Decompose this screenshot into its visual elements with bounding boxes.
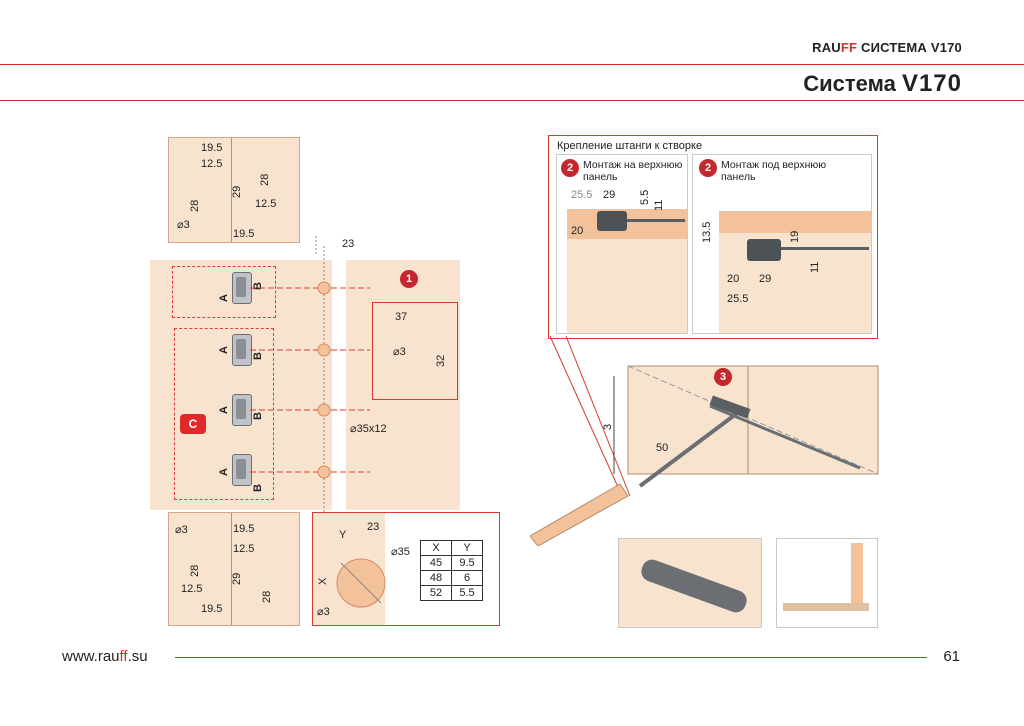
header-brand: RAUFF СИСТЕМА V170: [812, 40, 962, 55]
top-mount-panel: 2 Монтаж на верхнюю панель 25.5 29 5.5 1…: [556, 154, 688, 334]
xy-cell: 9.5: [451, 555, 483, 571]
page-title: Система V170: [803, 70, 962, 97]
xy-cell: 48: [420, 570, 452, 586]
hinge-plate: [232, 454, 252, 486]
xy-header-x: X: [420, 540, 452, 556]
rod-line: [627, 219, 685, 222]
step-badge-3: 3: [714, 368, 732, 386]
dim-20: 20: [571, 225, 584, 237]
dim-11: 11: [809, 261, 821, 273]
dim-12-5-b: 12.5: [181, 583, 203, 595]
badge-c: C: [180, 414, 206, 434]
dim-20: 20: [727, 273, 740, 285]
dim-hole-3: ⌀3: [177, 219, 190, 231]
hinge-dims-bottom-panel: ⌀3 19.5 12.5 28 29 28 12.5 19.5: [168, 512, 300, 626]
dim-29: 29: [231, 572, 243, 585]
dim-12-5: 12.5: [233, 543, 255, 555]
cup-hole-icon: [336, 558, 386, 608]
dim-hole-3: ⌀3: [393, 346, 406, 358]
dim-19-5-b: 19.5: [201, 603, 223, 615]
xy-cell: 5.5: [451, 585, 483, 601]
dim-19-5: 19.5: [201, 142, 223, 154]
hinge-group-top: [172, 266, 276, 318]
dim-hole-3: ⌀3: [317, 606, 330, 618]
dim-hole-3: ⌀3: [175, 524, 188, 536]
dim-23: 23: [342, 238, 355, 250]
dim-11: 11: [653, 199, 665, 211]
dim-23: 23: [367, 521, 380, 533]
page-number: 61: [943, 648, 960, 665]
xy-cell: 52: [420, 585, 452, 601]
mount-bracket: [597, 211, 627, 231]
dim-25-5: 25.5: [571, 189, 593, 201]
dim-x: X: [317, 577, 329, 585]
dim-35: ⌀35: [391, 546, 410, 558]
xy-header-y: Y: [451, 540, 483, 556]
top-mount-caption: Монтаж на верхнюю панель: [583, 159, 683, 183]
hinge-group-bottom: [174, 328, 274, 500]
xy-cell: 45: [420, 555, 452, 571]
xy-cell: 6: [451, 570, 483, 586]
hole-detail-panel: 37 ⌀3 32: [372, 302, 458, 400]
zoom-lift-mechanism: [618, 538, 762, 628]
dim-19-5-b: 19.5: [233, 228, 255, 240]
dim-12-5-b: 12.5: [255, 198, 277, 210]
drill-lines: [250, 236, 370, 516]
zoom-hinge-corner: [776, 538, 878, 628]
dim-50: 50: [656, 442, 669, 454]
cabinet-drawing: [530, 336, 879, 546]
dim-19-5: 19.5: [233, 523, 255, 535]
dim-25-5: 25.5: [727, 293, 749, 305]
dim-5-5: 5.5: [639, 189, 651, 205]
dim-29: 29: [759, 273, 772, 285]
dim-29: 29: [603, 189, 616, 201]
step-badge-1: 1: [400, 270, 418, 288]
footer-rule: [175, 657, 927, 658]
mount-bracket: [747, 239, 781, 261]
header-rule-top: [0, 64, 1024, 65]
hinge-dims-top-panel: 19.5 12.5 28 29 12.5 28 ⌀3 19.5: [168, 137, 300, 243]
dim-drill-35x12: ⌀35x12: [350, 423, 387, 435]
dim-29: 29: [231, 185, 243, 198]
dim-32: 32: [435, 354, 447, 367]
website-link[interactable]: www.rauff.su: [62, 648, 148, 665]
dim-12-5: 12.5: [201, 158, 223, 170]
header-rule-bottom: [0, 100, 1024, 101]
bottom-mount-caption: Монтаж под верхнюю панель: [721, 159, 827, 183]
dim-13-5: 13.5: [701, 221, 713, 243]
dim-28-b: 28: [189, 199, 201, 212]
dim-y: Y: [339, 529, 347, 541]
rod-mount-title: Крепление штанги к створке: [557, 140, 703, 152]
dim-28: 28: [259, 173, 271, 186]
dim-37: 37: [395, 311, 408, 323]
dim-19: 19: [789, 230, 801, 243]
dim-28: 28: [189, 564, 201, 577]
rod-line: [781, 247, 869, 250]
step-badge-2: 2: [699, 159, 717, 177]
dim-28-b: 28: [261, 590, 273, 603]
step-badge-2: 2: [561, 159, 579, 177]
bottom-mount-panel: 2 Монтаж под верхнюю панель 13.5 19 20 2…: [692, 154, 872, 334]
dim-3: 3: [602, 423, 614, 430]
